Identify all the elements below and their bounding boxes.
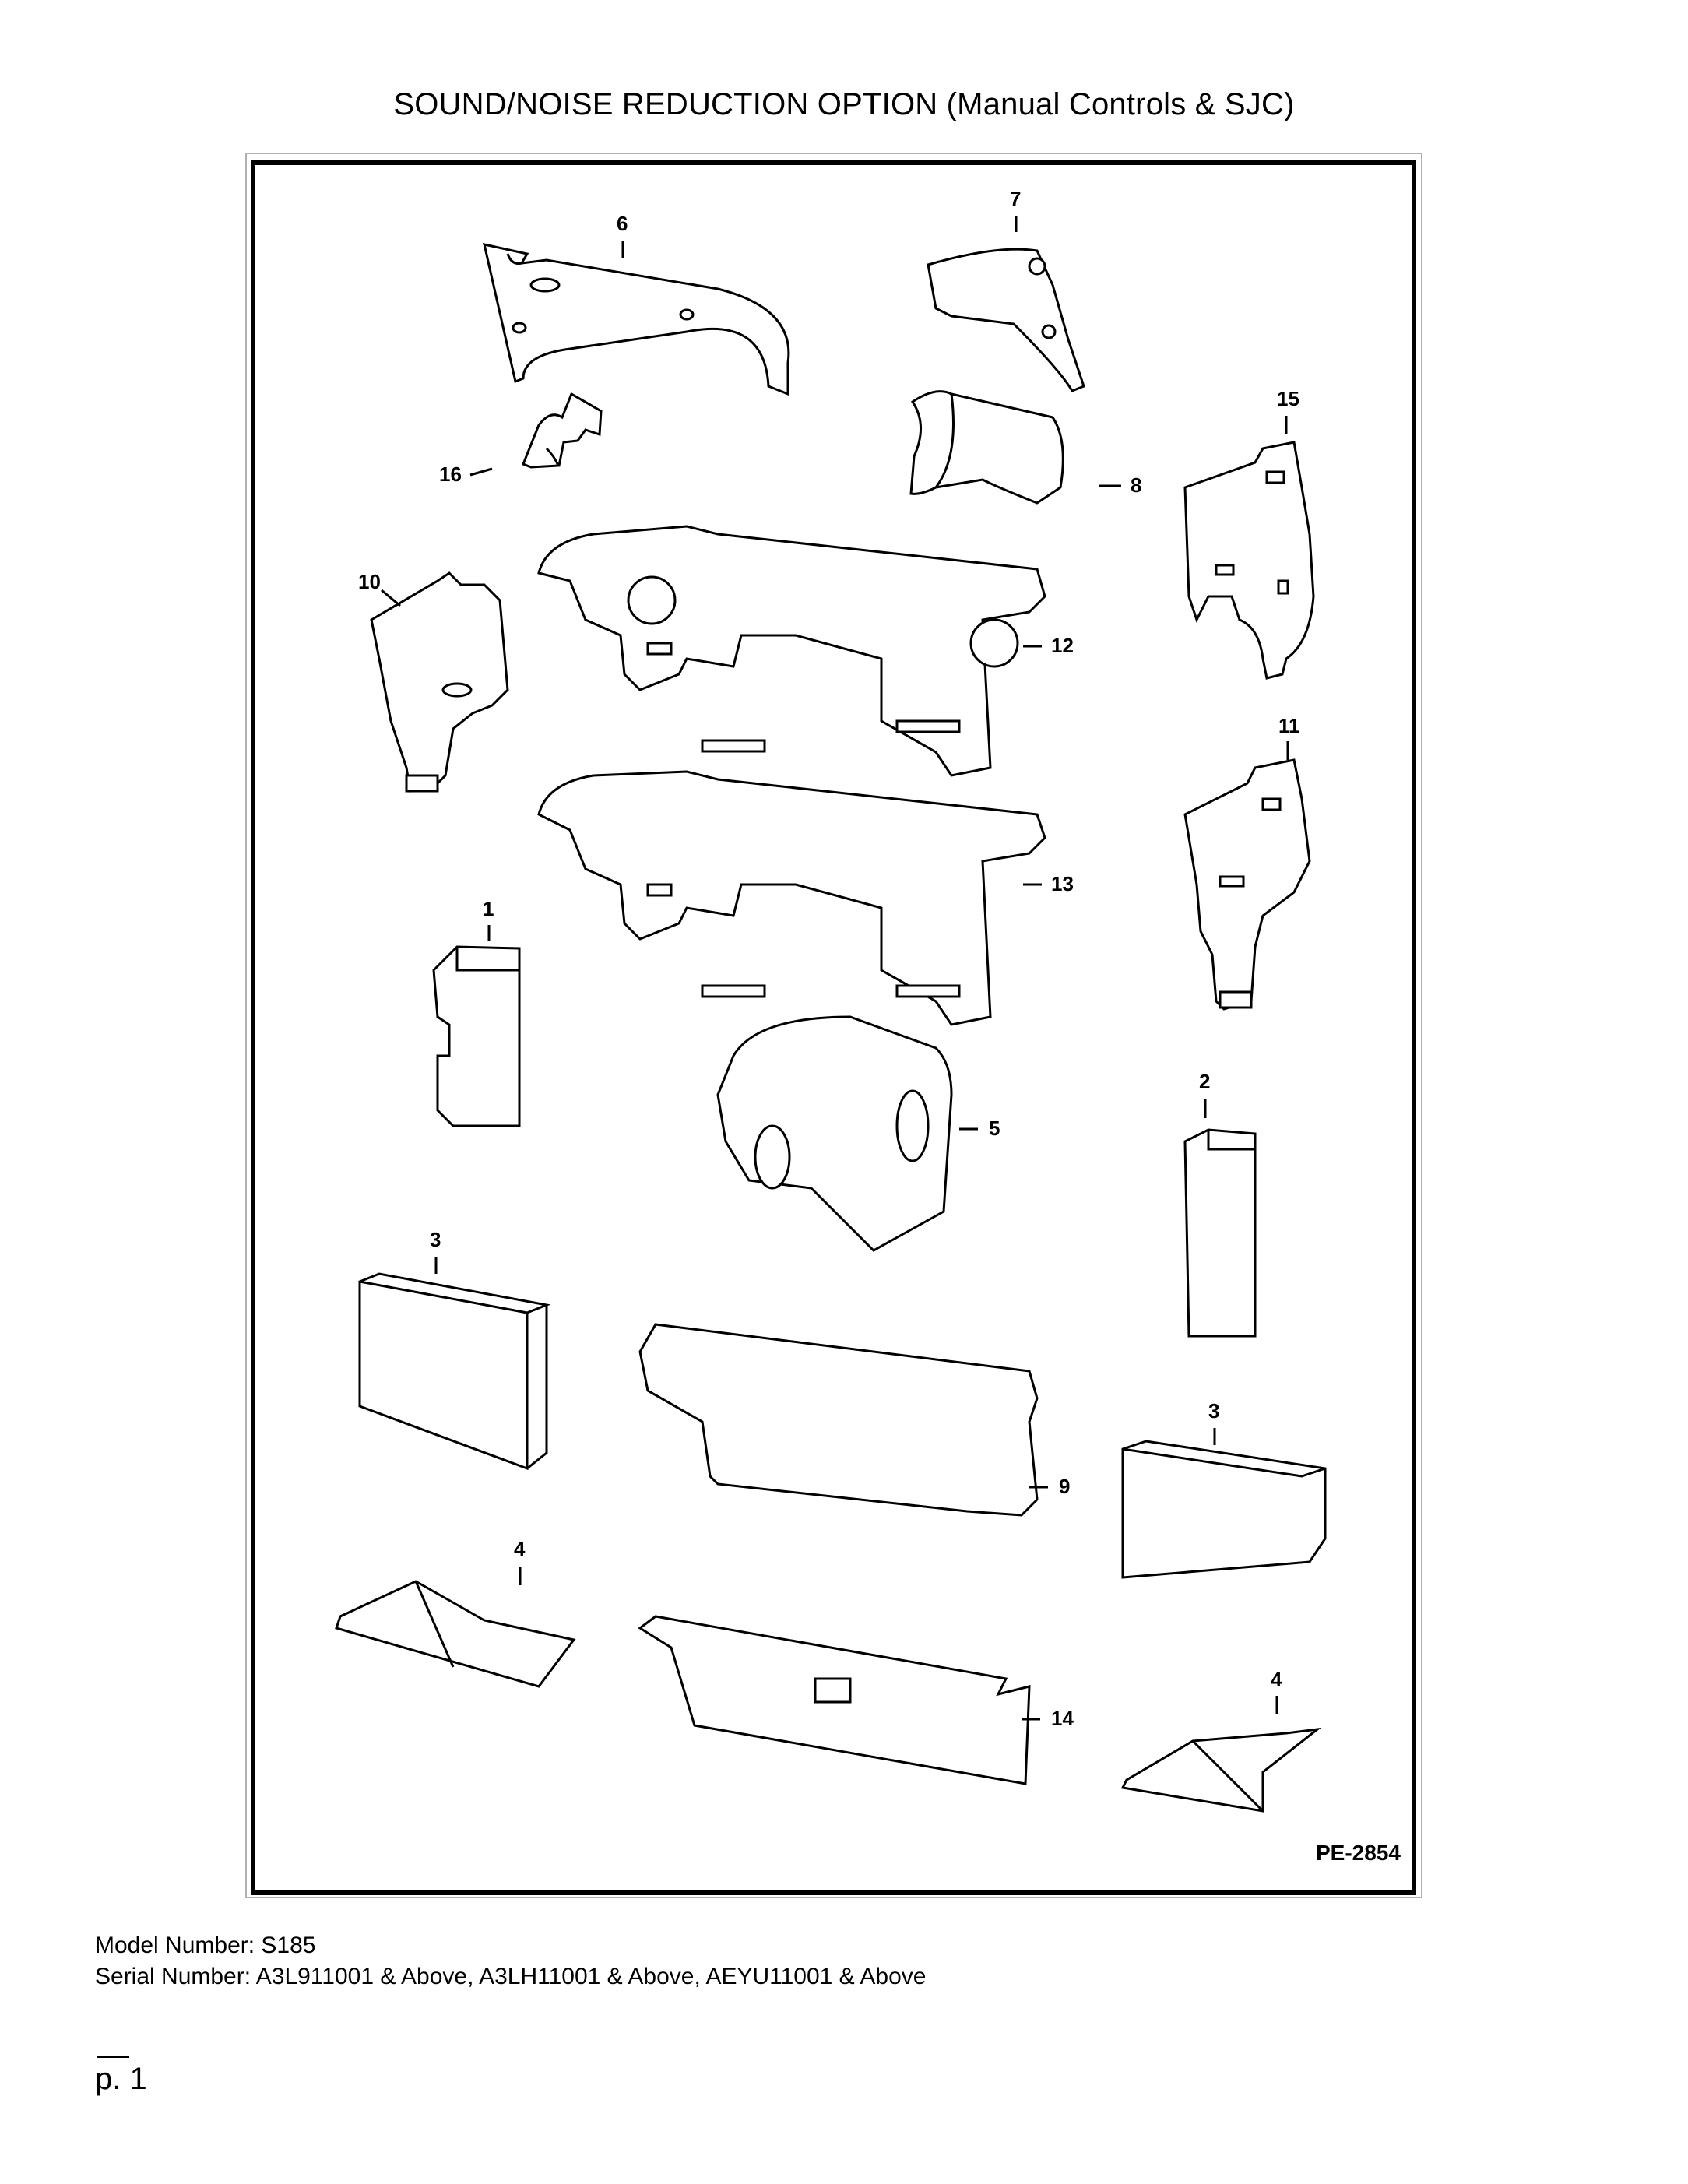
part-9-foam-panel (638, 1323, 1039, 1517)
part-10-side-panel (370, 571, 509, 793)
page-number: p. 1 (95, 2062, 147, 2096)
part-12-bulkhead-panel (537, 525, 1046, 777)
page-divider (97, 2056, 129, 2058)
callout-16: 16 (439, 462, 462, 486)
callout-9: 9 (1059, 1475, 1070, 1498)
part-16-bracket (522, 392, 603, 469)
serial-number: Serial Number: A3L911001 & Above, A3LH11… (95, 1964, 927, 1989)
drawing-id: PE-2854 (1316, 1841, 1401, 1865)
callout-13: 13 (1051, 872, 1074, 895)
part-2-foam-block (1183, 1128, 1257, 1338)
callout-15: 15 (1277, 387, 1299, 410)
callout-2: 2 (1199, 1070, 1210, 1093)
page-title: SOUND/NOISE REDUCTION OPTION (Manual Con… (393, 87, 1295, 121)
callout-12: 12 (1051, 634, 1074, 657)
callout-4-left: 4 (514, 1537, 526, 1560)
part-4-wedge-right (1120, 1727, 1322, 1813)
callout-6: 6 (617, 212, 628, 235)
part-15-side-panel (1183, 441, 1315, 680)
part-4-wedge-left (335, 1580, 576, 1688)
callout-3-right: 3 (1208, 1399, 1219, 1423)
callout-11: 11 (1278, 714, 1300, 737)
callout-10: 10 (358, 570, 381, 593)
callout-3-left: 3 (430, 1228, 441, 1251)
part-6-panel (483, 243, 790, 396)
model-number: Model Number: S185 (95, 1933, 316, 1958)
leader-16 (469, 467, 493, 477)
part-11-side-panel (1183, 758, 1311, 1011)
callout-14: 14 (1051, 1707, 1074, 1730)
part-7-bracket (927, 248, 1085, 392)
part-1-foam-block (432, 945, 521, 1127)
diagram-frame (251, 160, 1416, 1895)
diagram-outer-frame (245, 153, 1422, 1898)
callout-1: 1 (483, 897, 494, 920)
part-5-cover (716, 1015, 953, 1252)
part-8-cover (909, 390, 1064, 505)
part-13-bulkhead-panel (537, 770, 1046, 1026)
callout-5: 5 (989, 1117, 1000, 1140)
callout-4-right: 4 (1271, 1668, 1282, 1691)
leader-10 (381, 589, 401, 607)
callout-7: 7 (1010, 187, 1021, 210)
part-14-panel (638, 1615, 1031, 1785)
part-3-foam-block-left (358, 1272, 551, 1471)
callout-8: 8 (1131, 473, 1141, 497)
part-3-foam-block-right (1121, 1440, 1327, 1579)
exploded-parts-diagram: 6 7 16 8 15 10 (335, 187, 1327, 1813)
